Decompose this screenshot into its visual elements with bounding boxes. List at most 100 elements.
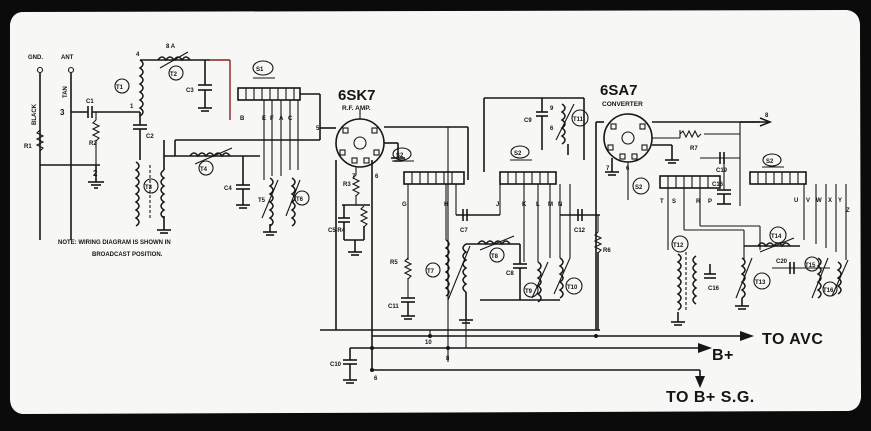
coil-t3-primary — [134, 161, 140, 227]
svg-text:T8: T8 — [491, 254, 499, 260]
svg-text:C10: C10 — [330, 362, 342, 368]
tube-6sa7-function: CONVERTER — [602, 101, 643, 108]
svg-text:6: 6 — [550, 126, 554, 132]
svg-text:R5: R5 — [390, 260, 398, 266]
svg-text:C11: C11 — [388, 304, 399, 310]
svg-text:C20: C20 — [776, 259, 788, 265]
switch-s1: S1 B E F A C 5 — [237, 60, 321, 180]
svg-text:8: 8 — [765, 113, 769, 119]
coil-t1-marker — [114, 78, 130, 94]
antenna-section: GND. ANT BLACK TAN 3 C1 R1 R2 2 — [24, 55, 140, 240]
card-background — [10, 10, 861, 414]
svg-text:C9: C9 — [524, 118, 532, 124]
svg-text:C2: C2 — [146, 134, 154, 140]
svg-text:R2: R2 — [89, 141, 97, 147]
svg-text:T10: T10 — [567, 285, 578, 291]
svg-text:B: B — [240, 116, 245, 122]
resistor-r5 — [403, 257, 413, 280]
note-line-1: NOTE: WIRING DIAGRAM IS SHOWN IN — [58, 240, 171, 246]
tan-wire-label: TAN — [63, 86, 69, 98]
svg-text:Y: Y — [838, 198, 842, 204]
svg-text:C12: C12 — [574, 228, 586, 234]
coil-t13 — [740, 257, 746, 299]
svg-text:T1: T1 — [116, 85, 124, 91]
svg-text:10: 10 — [425, 340, 432, 346]
coil-t5 — [268, 177, 274, 227]
svg-text:T9: T9 — [525, 289, 533, 295]
resistor-r2 — [91, 119, 101, 142]
svg-text:C19: C19 — [716, 168, 728, 174]
svg-text:T12: T12 — [673, 243, 684, 249]
tube-6sa7-label: 6SA7 — [600, 82, 638, 99]
svg-text:G: G — [402, 202, 407, 208]
svg-text:7: 7 — [606, 166, 610, 172]
tube-6sk7-label: 6SK7 — [338, 87, 376, 104]
ant-label: ANT — [61, 55, 74, 61]
svg-text:R: R — [696, 199, 701, 205]
svg-text:P: P — [708, 199, 712, 205]
svg-text:C16: C16 — [712, 182, 724, 188]
svg-text:C4: C4 — [224, 186, 232, 192]
coil-t9 — [536, 261, 542, 303]
gnd-terminal — [36, 66, 44, 74]
node-3-label: 3 — [60, 108, 65, 117]
rf-load-section: R5 C11 T7 T8 C8 T9 T10 — [388, 235, 583, 324]
svg-text:R7: R7 — [690, 146, 698, 152]
coil-t11 — [560, 103, 566, 145]
svg-text:U: U — [794, 198, 798, 204]
svg-text:C1: C1 — [86, 99, 94, 105]
bus-lines: 10 C10 6 8 TO AVC B+ TO B+ S.G. — [320, 122, 823, 406]
coil-t10 — [558, 257, 564, 299]
bplus-output-label: B+ — [712, 347, 734, 364]
svg-text:6: 6 — [375, 174, 379, 180]
svg-text:S2: S2 — [396, 153, 404, 159]
svg-text:C3: C3 — [186, 88, 194, 94]
svg-text:T4: T4 — [200, 167, 208, 173]
coil-t1 — [138, 59, 144, 117]
svg-text:S2: S2 — [635, 185, 643, 191]
coil-t7 — [444, 239, 450, 297]
svg-text:T6: T6 — [296, 197, 304, 203]
svg-text:T3: T3 — [145, 185, 153, 191]
svg-text:C8: C8 — [506, 271, 514, 277]
svg-text:C7: C7 — [460, 228, 468, 234]
svg-text:V: V — [806, 198, 810, 204]
svg-text:R1: R1 — [24, 144, 32, 150]
avc-output-label: TO AVC — [762, 331, 823, 348]
svg-text:8 A: 8 A — [166, 44, 176, 50]
svg-text:T5: T5 — [258, 198, 266, 204]
svg-text:R6: R6 — [603, 248, 611, 254]
svg-text:T: T — [660, 199, 664, 205]
s2-wafer-3 — [659, 175, 721, 189]
osc-coil-section: C9 9 6 T11 S2 J K L M N C12 R6 — [483, 97, 611, 330]
avc-arrow — [740, 331, 754, 341]
svg-text:T14: T14 — [771, 234, 782, 240]
resistor-r4 — [359, 205, 369, 228]
antenna-coils: T1 4 1 8 A T2 C3 C2 — [114, 44, 231, 160]
svg-text:T15: T15 — [805, 263, 816, 269]
svg-text:6: 6 — [374, 376, 378, 382]
coil-t16 — [836, 261, 842, 295]
svg-text:1: 1 — [130, 104, 134, 110]
rf-amp-stage: 6SK7 R.F. AMP. 7 R3 C5 R4 6 — [320, 87, 469, 350]
resistor-r3 — [351, 174, 361, 197]
coil-t4 — [189, 152, 231, 158]
coil-t3-secondary — [160, 169, 166, 219]
band-coils: T3 T4 C4 T5 T6 — [134, 139, 320, 236]
svg-text:X: X — [828, 198, 832, 204]
bplus-sg-output-label: TO B+ S.G. — [666, 389, 755, 406]
svg-text:T11: T11 — [573, 117, 584, 123]
svg-text:J: J — [496, 202, 499, 208]
switch-s2-rf: S2 G H C7 — [392, 147, 500, 260]
svg-text:R3: R3 — [343, 182, 351, 188]
svg-text:C16: C16 — [708, 286, 720, 292]
s2-wafer-1 — [403, 171, 465, 185]
resistor-r1 — [35, 129, 45, 152]
svg-text:C5 R4: C5 R4 — [328, 228, 346, 234]
svg-text:5: 5 — [316, 126, 320, 132]
tube-6sk7-function: R.F. AMP. — [342, 105, 371, 112]
converter-stage: 6SA7 CONVERTER 8 R7 7 6 S2 C19 — [583, 82, 850, 330]
wiring-note: NOTE: WIRING DIAGRAM IS SHOWN IN BROADCA… — [58, 240, 171, 258]
